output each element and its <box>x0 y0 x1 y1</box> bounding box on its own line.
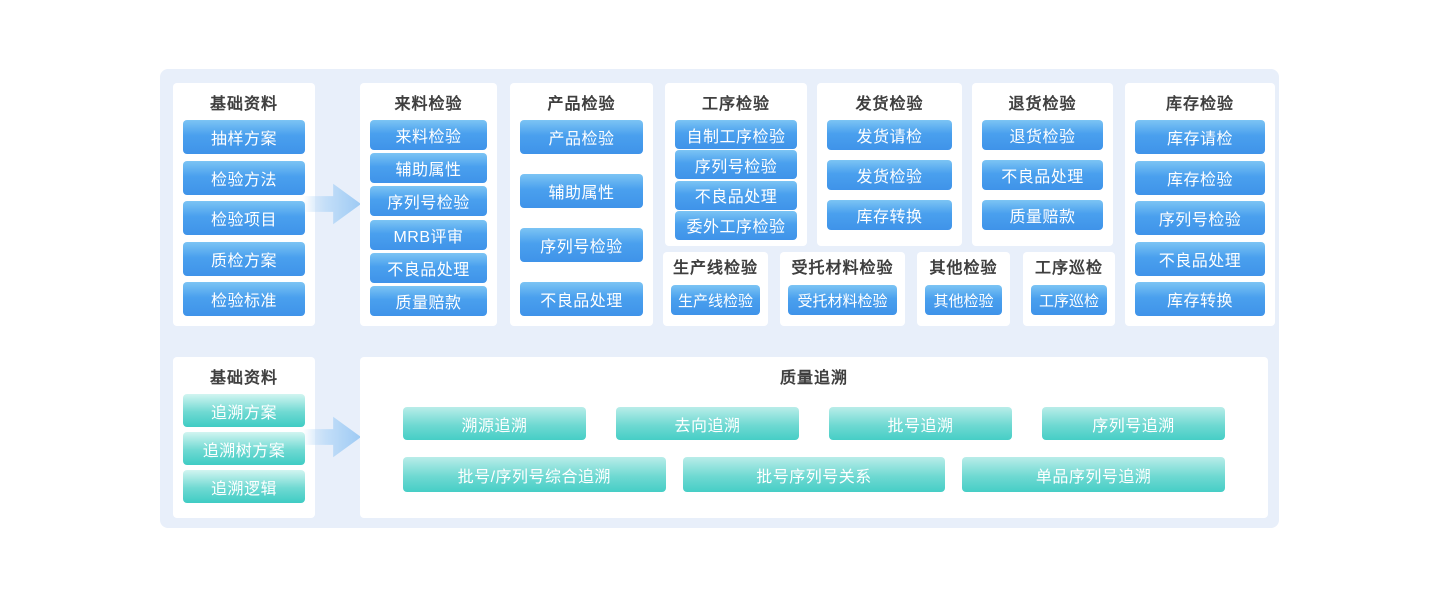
module-list: 自制工序检验 序列号检验 不良品处理 委外工序检验 <box>665 116 807 246</box>
module-block: 不良品处理 <box>982 160 1103 190</box>
card-production-line-inspection: 生产线检验 生产线检验 <box>663 252 768 326</box>
module-block: 来料检验 <box>370 120 487 150</box>
module-list: 发货请检 发货检验 库存转换 <box>817 116 962 246</box>
module-block: 不良品处理 <box>1135 241 1265 276</box>
card-title: 库存检验 <box>1165 96 1234 113</box>
module-block: 库存请检 <box>1135 120 1265 154</box>
module-block: 其他检验 <box>925 285 1002 315</box>
module-list: 受托材料检验 <box>780 280 905 327</box>
card-title: 产品检验 <box>547 96 616 113</box>
card-return-inspection: 退货检验 退货检验 不良品处理 质量赔款 <box>972 83 1113 246</box>
module-block: 生产线检验 <box>671 285 760 315</box>
module-block: 不良品处理 <box>370 252 487 283</box>
panel-quality-trace: 质量追溯 溯源追溯 去向追溯 批号追溯 序列号追溯 批号/序列号综合追溯 批号序… <box>360 357 1268 518</box>
module-block: 序列号检验 <box>520 228 643 262</box>
module-block: 发货请检 <box>827 120 952 150</box>
module-list: 库存请检 库存检验 序列号检验 不良品处理 库存转换 <box>1125 116 1275 326</box>
module-block: 辅助属性 <box>520 174 643 208</box>
module-list: 工序巡检 <box>1023 280 1115 327</box>
module-block: 序列号检验 <box>370 186 487 217</box>
trace-row: 批号/序列号综合追溯 批号序列号关系 单品序列号追溯 <box>403 457 1226 492</box>
module-list: 抽样方案 检验方法 检验项目 质检方案 检验标准 <box>173 116 315 326</box>
card-title: 基础资料 <box>209 96 278 113</box>
card-title: 发货检验 <box>855 96 924 113</box>
module-block: 序列号检验 <box>1135 201 1265 235</box>
module-block: 去向追溯 <box>616 407 799 440</box>
module-block: 批号序列号关系 <box>682 457 946 492</box>
module-block: 追溯方案 <box>183 394 305 427</box>
card-title: 受托材料检验 <box>791 260 894 277</box>
module-block: 质量赔款 <box>370 285 487 316</box>
card-title: 基础资料 <box>209 370 278 387</box>
module-block: 库存检验 <box>1135 160 1265 195</box>
card-title: 生产线检验 <box>672 260 758 277</box>
card-product-inspection: 产品检验 产品检验 辅助属性 序列号检验 不良品处理 <box>510 83 653 326</box>
module-list: 生产线检验 <box>663 280 768 327</box>
module-list: 其他检验 <box>917 280 1010 327</box>
module-block: 受托材料检验 <box>788 285 897 315</box>
module-block: 退货检验 <box>982 120 1103 150</box>
panel-title: 质量追溯 <box>779 370 848 387</box>
module-block: 辅助属性 <box>370 153 487 184</box>
module-block: MRB评审 <box>370 219 487 250</box>
module-list: 产品检验 辅助属性 序列号检验 不良品处理 <box>510 116 653 326</box>
module-block: 工序巡检 <box>1031 285 1107 315</box>
trace-module-rows: 溯源追溯 去向追溯 批号追溯 序列号追溯 批号/序列号综合追溯 批号序列号关系 … <box>360 390 1268 492</box>
module-block: 批号/序列号综合追溯 <box>403 457 666 492</box>
module-block: 发货检验 <box>827 160 952 190</box>
module-list: 追溯方案 追溯树方案 追溯逻辑 <box>173 390 315 518</box>
module-block: 序列号追溯 <box>1042 407 1225 440</box>
module-block: 序列号检验 <box>675 150 797 180</box>
module-block: 库存转换 <box>1135 282 1265 316</box>
module-list: 来料检验 辅助属性 序列号检验 MRB评审 不良品处理 质量赔款 <box>360 116 497 326</box>
card-process-inspection: 工序检验 自制工序检验 序列号检验 不良品处理 委外工序检验 <box>665 83 807 246</box>
module-block: 抽样方案 <box>183 120 305 154</box>
card-incoming-inspection: 来料检验 来料检验 辅助属性 序列号检验 MRB评审 不良品处理 质量赔款 <box>360 83 497 326</box>
card-title: 工序检验 <box>701 96 770 113</box>
card-trace-basic-data: 基础资料 追溯方案 追溯树方案 追溯逻辑 <box>173 357 315 518</box>
module-block: 质检方案 <box>183 241 305 276</box>
module-block: 质量赔款 <box>982 200 1103 230</box>
card-process-patrol-inspection: 工序巡检 工序巡检 <box>1023 252 1115 326</box>
module-block: 检验标准 <box>183 282 305 316</box>
module-block: 自制工序检验 <box>675 120 797 149</box>
card-title: 退货检验 <box>1008 96 1077 113</box>
module-block: 检验项目 <box>183 201 305 235</box>
module-list: 退货检验 不良品处理 质量赔款 <box>972 116 1113 246</box>
trace-row: 溯源追溯 去向追溯 批号追溯 序列号追溯 <box>403 407 1225 440</box>
module-block: 不良品处理 <box>675 180 797 210</box>
card-inventory-inspection: 库存检验 库存请检 库存检验 序列号检验 不良品处理 库存转换 <box>1125 83 1275 326</box>
module-block: 追溯树方案 <box>183 432 305 465</box>
module-block: 产品检验 <box>520 120 643 154</box>
module-block: 批号追溯 <box>829 407 1012 440</box>
card-title: 其他检验 <box>929 260 998 277</box>
module-block: 不良品处理 <box>520 282 643 316</box>
card-shipment-inspection: 发货检验 发货请检 发货检验 库存转换 <box>817 83 962 246</box>
module-block: 检验方法 <box>183 160 305 195</box>
card-entrusted-material-inspection: 受托材料检验 受托材料检验 <box>780 252 905 326</box>
card-other-inspection: 其他检验 其他检验 <box>917 252 1010 326</box>
module-block: 委外工序检验 <box>675 210 797 240</box>
module-block: 单品序列号追溯 <box>962 457 1226 492</box>
module-block: 库存转换 <box>827 200 952 230</box>
card-title: 工序巡检 <box>1034 260 1103 277</box>
module-block: 溯源追溯 <box>403 407 586 440</box>
card-title: 来料检验 <box>394 96 463 113</box>
card-basic-data: 基础资料 抽样方案 检验方法 检验项目 质检方案 检验标准 <box>173 83 315 326</box>
module-block: 追溯逻辑 <box>183 470 305 503</box>
